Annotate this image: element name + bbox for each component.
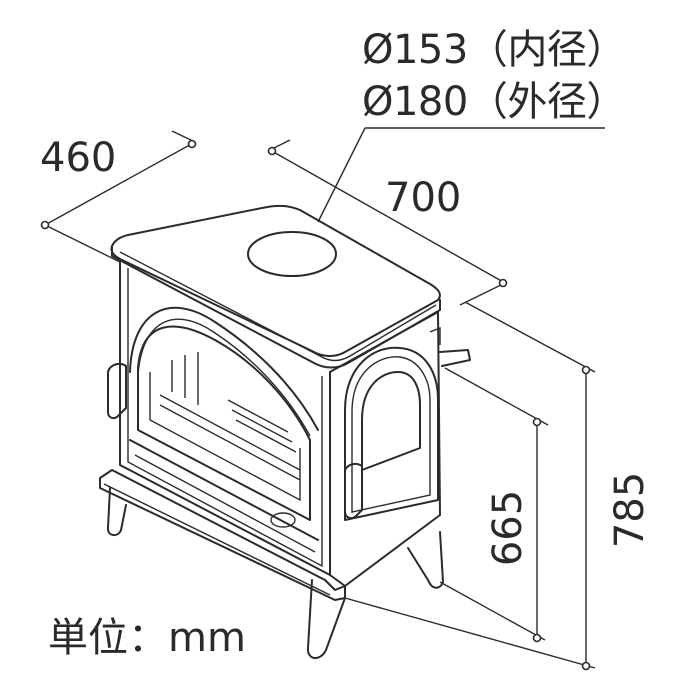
flue-outer-diameter-label: Ø180（外径） xyxy=(362,79,626,125)
grate xyxy=(159,352,301,481)
depth-label: 460 xyxy=(40,135,117,181)
flue-inner-diameter-label: Ø153（内径） xyxy=(362,27,626,73)
width-label: 700 xyxy=(385,175,462,221)
width-dimension-line xyxy=(267,139,508,306)
total-height-dimension-line xyxy=(344,301,596,671)
flue-leader-line xyxy=(317,127,605,223)
unit-label: 単位：mm xyxy=(48,615,246,661)
flue-height-label: 665 xyxy=(485,489,532,567)
total-height-label: 785 xyxy=(607,471,654,549)
depth-dimension-line xyxy=(40,130,197,263)
stove-body xyxy=(99,204,471,659)
flue-height-dimension-line xyxy=(439,367,549,643)
